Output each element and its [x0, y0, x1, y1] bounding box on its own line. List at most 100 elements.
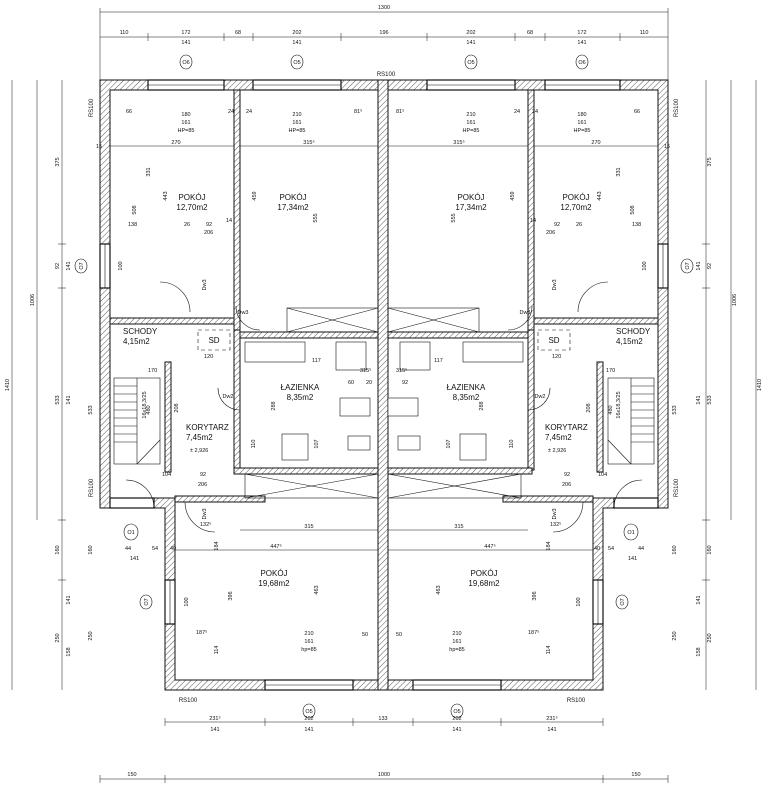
note-hp-bottom-right: hp=85: [449, 647, 464, 653]
bottom-seg-1: 231⁵: [209, 715, 220, 722]
rs100-top: RS100: [377, 72, 396, 78]
room-lazienka-right-area: 8,35m2: [453, 393, 480, 402]
dim-104-right: 104: [598, 472, 607, 478]
stairs-spec-right: 16x18,3/25: [616, 391, 622, 418]
dim-315-right: 315⁵: [453, 139, 464, 146]
tag-o6-left: O6: [182, 60, 189, 66]
top-seg-7: 68: [527, 30, 533, 36]
dim-40-right: 40: [594, 546, 600, 552]
dim-132-left: 132⁵: [200, 521, 211, 528]
tag-o6-right: O6: [578, 60, 585, 66]
top-seg-3: 68: [235, 30, 241, 36]
door-swings: [125, 281, 643, 533]
rs100-bottom-left: RS100: [179, 698, 198, 704]
dim-110-right: 110: [509, 440, 515, 449]
dim-463-right: 463: [436, 585, 442, 594]
dim-120-left: 120: [204, 354, 213, 360]
dim-315-left: 315⁵: [303, 139, 314, 146]
tag-o5-bottom-left: O5: [305, 709, 312, 715]
room-pokoj-4-label: POKÓJ: [562, 193, 589, 202]
room-pokoj-1-label: POKÓJ: [178, 193, 205, 202]
rs100-right-bottom: RS100: [674, 478, 680, 497]
dim-443-right: 443: [597, 191, 603, 200]
stairs-right: [607, 377, 655, 465]
right-dimension-chain: 1410 1006 375 92 533 160 250 141 141 141…: [696, 80, 763, 690]
dim-20-bath: 20: [366, 380, 372, 386]
dw3-left-3: Dw3: [202, 508, 208, 519]
dim-14-left: 14: [226, 218, 232, 224]
left-sub-3: 141: [66, 595, 72, 604]
dw3-right-2: Dw3: [519, 310, 530, 316]
top-seg-9: 110: [640, 30, 649, 36]
dim-117-left: 117: [312, 358, 321, 364]
dim-533-right: 533: [672, 405, 678, 414]
dim-315-lower-right: 315: [454, 524, 463, 530]
bottom-total-dim: 1000: [378, 772, 390, 778]
note-210-bottom-right: 210: [452, 631, 461, 637]
right-outer-dim: 1410: [757, 379, 763, 391]
room-lazienka-left-label: ŁAZIENKA: [281, 383, 320, 392]
room-schody-right-label: SCHODY: [616, 327, 651, 336]
dim-15-right: 15: [664, 144, 670, 150]
dim-508-right: 508: [630, 205, 636, 214]
dim-208-left: 208: [174, 403, 180, 412]
dw3-left-2: Dw3: [237, 310, 248, 316]
right-sub-2: 141: [696, 395, 702, 404]
left-seg-4: 160: [55, 545, 61, 554]
note-100-side-right: 100: [642, 261, 648, 270]
dim-107-right: 107: [446, 439, 452, 448]
top-seg-8: 172: [577, 30, 586, 36]
tag-o1-left: O1: [127, 530, 134, 536]
dim-555-right: 555: [451, 213, 457, 222]
dim-447-left: 447⁵: [270, 543, 281, 550]
dim-315-lower-left: 315: [304, 524, 313, 530]
bottom-seg-5: 231⁵: [546, 715, 557, 722]
dim-54-left: 54: [152, 546, 158, 552]
dim-14-right: 14: [530, 218, 536, 224]
interior-walls: [109, 89, 659, 503]
bathroom-fixtures: [197, 329, 571, 461]
rs100-left-top: RS100: [89, 98, 95, 117]
room-pokoj-2-area: 17,34m2: [277, 203, 309, 212]
dim-24-left: 24: [228, 109, 234, 115]
entrance-doors: [109, 497, 659, 509]
window-notes: 180 161 HP=85 210 161 HP=85 210 161 HP=8…: [118, 112, 648, 653]
dim-24b-right: 24: [532, 109, 538, 115]
rs100-left-bottom: RS100: [89, 478, 95, 497]
dim-206-lower-right: 206: [562, 482, 571, 488]
level-right: ± 2,926: [548, 448, 566, 454]
dim-396-left: 396: [228, 591, 234, 600]
right-inner-dim: 1006: [732, 294, 738, 306]
tag-o1-right: O1: [627, 530, 634, 536]
dim-66-left: 66: [126, 109, 132, 115]
dim-44-left: 44: [125, 546, 131, 552]
dim-447-right: 447⁵: [484, 543, 495, 550]
dim-184-left: 184: [214, 541, 220, 550]
dim-206-right: 206: [546, 230, 555, 236]
room-pokoj-6-label: POKÓJ: [470, 569, 497, 578]
inner-dimensions: 270 315⁵ 315⁵ 270 66 24 24 81⁵ 81⁵ 24 24…: [88, 108, 678, 654]
dim-315-bath-left: 315⁵: [360, 367, 371, 374]
right-seg-4: 160: [707, 545, 713, 554]
dim-270-right: 270: [591, 140, 600, 146]
top-sub-1: 141: [181, 40, 190, 46]
right-seg-3: 533: [707, 395, 713, 404]
bottom-sub-2: 141: [304, 727, 313, 733]
right-seg-1: 375: [707, 157, 713, 166]
dim-26-left: 26: [184, 222, 190, 228]
dim-463-left: 463: [314, 585, 320, 594]
dw2-left: Dw2: [222, 394, 233, 400]
note-180-right: 180: [577, 112, 586, 118]
dim-480-right: 480: [608, 405, 614, 414]
dim-114-left: 114: [214, 646, 220, 655]
right-sub-3: 141: [696, 595, 702, 604]
dim-170-left: 170: [148, 368, 157, 374]
dw3-right-1: Dw3: [552, 279, 558, 290]
rooms-right: POKÓJ 12,70m2 POKÓJ 17,34m2 SCHODY 4,15m…: [447, 193, 651, 588]
note-161-bottom-left: 161: [304, 639, 313, 645]
tag-o5-right: O5: [467, 60, 474, 66]
room-korytarz-label: KORYTARZ: [186, 423, 229, 432]
dim-187-left: 187⁵: [196, 629, 207, 636]
dim-92-right: 92: [554, 222, 560, 228]
left-sub-2: 141: [66, 395, 72, 404]
